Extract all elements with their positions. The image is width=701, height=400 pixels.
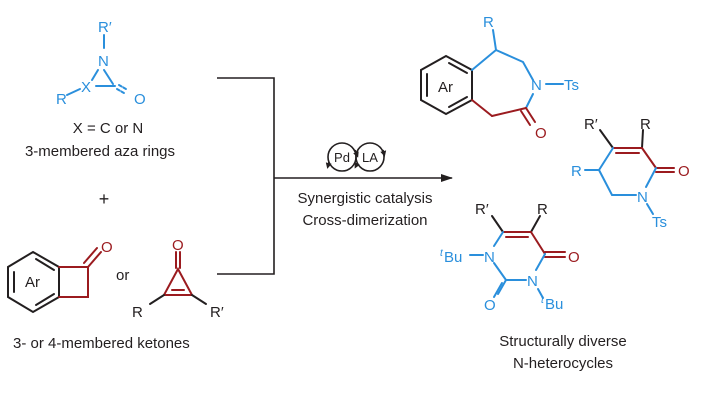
atom-o: O — [535, 125, 547, 142]
atom-r-left: R — [571, 163, 582, 180]
atom-r: R — [537, 201, 548, 218]
atom-n-bottom: N — [527, 273, 538, 290]
atom-r: R — [132, 304, 143, 321]
atom-o: O — [678, 163, 690, 180]
bond — [646, 203, 654, 215]
atom-x: X — [81, 79, 91, 96]
bond — [641, 129, 644, 149]
cycle-arrow-icon — [325, 161, 332, 169]
atom-r-top: R — [640, 116, 651, 133]
cycle-arrow-icon — [380, 149, 387, 157]
bond — [91, 69, 99, 81]
uracil-product: R′ R t Bu N O O N t Bu — [440, 201, 580, 314]
atom-r-prime: R′ — [98, 19, 112, 36]
bond — [493, 262, 507, 281]
atom-r: R — [483, 14, 494, 31]
bond — [597, 147, 637, 196]
catalyst-la: LA — [362, 150, 378, 165]
pyridinone-product: R′ R R O N Ts — [571, 116, 690, 231]
bond — [491, 107, 527, 117]
aza-caption-1: X = C or N — [73, 120, 143, 137]
atom-o: O — [101, 239, 113, 256]
cyclopropene-ring — [162, 266, 194, 296]
atom-o-right: O — [568, 249, 580, 266]
bond — [641, 147, 657, 169]
bond — [520, 110, 531, 126]
tbu-bottom-prefix: t — [541, 295, 545, 306]
bond — [448, 96, 468, 108]
ketones-caption: 3- or 4-membered ketones — [13, 335, 190, 352]
conditions-line-1: Synergistic catalysis — [297, 190, 432, 207]
atom-n: N — [637, 189, 648, 206]
bond — [525, 107, 536, 123]
atom-n: N — [98, 53, 109, 70]
bond — [448, 62, 468, 74]
atom-ar: Ar — [438, 79, 453, 96]
products-caption-1: Structurally diverse — [499, 333, 627, 350]
bond — [599, 129, 614, 149]
atom-r-prime: R′ — [210, 304, 224, 321]
bond — [149, 294, 165, 305]
bond — [471, 99, 493, 117]
atom-n-left: N — [484, 249, 495, 266]
bond — [530, 231, 546, 255]
aza-ring-reactant: R′ N X R O X = C or N 3-membered aza rin… — [25, 19, 175, 160]
cyclopropenone: O R R′ — [132, 237, 224, 321]
bond — [492, 29, 497, 51]
bond — [645, 167, 657, 188]
atom-o-bottom: O — [484, 297, 496, 314]
bond — [491, 215, 504, 233]
atom-o: O — [134, 91, 146, 108]
atom-n: N — [531, 77, 542, 94]
bond — [35, 293, 55, 306]
cycle-arrow-icon — [354, 161, 361, 169]
atom-ts: Ts — [564, 77, 579, 94]
bond — [103, 69, 114, 85]
bond — [530, 215, 541, 233]
atom-o: O — [172, 237, 184, 254]
atom-r-prime: R′ — [475, 201, 489, 218]
benzazepinone-product: R Ar N Ts O — [420, 14, 579, 142]
bond — [497, 279, 507, 295]
atom-ts: Ts — [652, 214, 667, 231]
cycle-arrow-icon — [353, 149, 359, 158]
plus-sign: + — [99, 189, 110, 209]
conditions-line-2: Cross-dimerization — [302, 212, 427, 229]
bond — [66, 88, 81, 96]
reactant-bracket — [217, 77, 275, 275]
bond — [537, 288, 544, 299]
bond — [525, 93, 534, 109]
bond — [83, 247, 98, 264]
bond — [191, 294, 207, 305]
atom-r-prime: R′ — [584, 116, 598, 133]
tbu-left-prefix: t — [440, 248, 444, 259]
tbu-left: Bu — [444, 249, 462, 266]
or-text: or — [116, 267, 129, 284]
atom-ar: Ar — [25, 274, 40, 291]
bond — [535, 253, 546, 271]
aza-caption-2: 3-membered aza rings — [25, 143, 175, 160]
bond-dashed — [116, 88, 125, 94]
products-caption-2: N-heterocycles — [513, 355, 613, 372]
tbu-bottom: Bu — [545, 296, 563, 313]
catalyst-pd: Pd — [334, 150, 350, 165]
cyclobutanone-ring — [58, 266, 89, 298]
catalytic-cycles: Pd LA — [325, 142, 387, 172]
bond — [471, 48, 534, 81]
benzocyclobutenone: Ar O — [7, 239, 113, 314]
bond — [493, 231, 504, 247]
bond — [87, 251, 102, 268]
bond — [35, 258, 55, 271]
bond-dashed — [118, 84, 127, 90]
bond — [493, 282, 503, 298]
atom-r: R — [56, 91, 67, 108]
